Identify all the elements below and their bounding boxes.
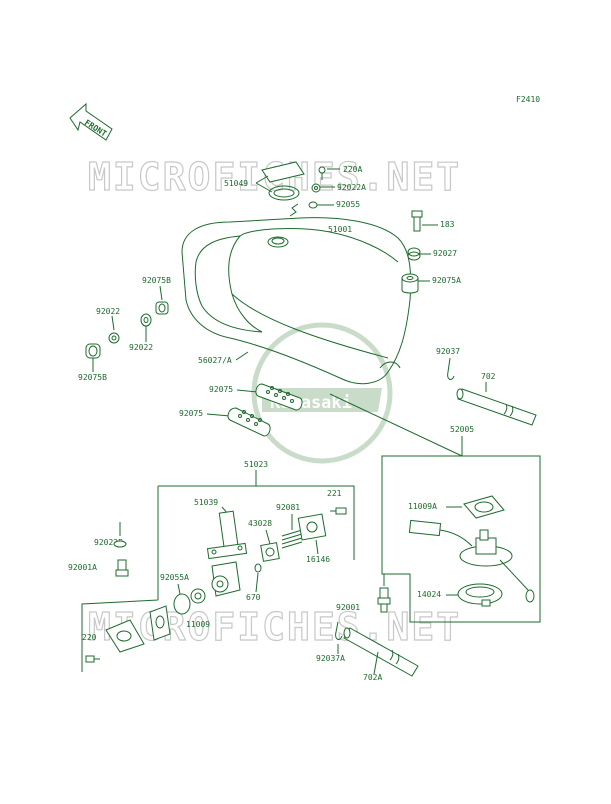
leader-52005 [329, 393, 463, 457]
label-51049: 51049 [224, 179, 248, 188]
oring-92055 [308, 201, 318, 209]
label-92075B-lower: 92075B [78, 373, 107, 382]
label-43028: 43028 [248, 519, 272, 528]
label-92075-a: 92075 [209, 385, 233, 394]
damper-92075A [401, 273, 419, 294]
label-11009: 11009 [186, 620, 210, 629]
label-92022-a: 92022 [96, 307, 120, 316]
label-92037A: 92037A [316, 654, 345, 663]
label-670: 670 [246, 593, 261, 602]
label-51039: 51039 [194, 498, 218, 507]
screw-221 [330, 507, 347, 515]
washer-92022-lower [108, 332, 120, 344]
ring-670 [254, 563, 262, 573]
label-92075A: 92075A [432, 276, 461, 285]
washer-92022A [311, 183, 321, 193]
diaphragm-43028 [260, 542, 280, 562]
label-52005: 52005 [450, 425, 474, 434]
label-11009A: 11009A [408, 502, 437, 511]
knee-grip-92075-upper [255, 383, 303, 411]
label-183: 183 [440, 220, 455, 229]
label-56027A: 56027/A [198, 356, 232, 365]
valve-plate [105, 619, 145, 653]
lever-plate [149, 605, 171, 641]
label-51001: 51001 [328, 225, 352, 234]
box-52005 [381, 455, 541, 623]
label-92022A: 92022A [337, 183, 366, 192]
cover-16146 [297, 513, 327, 541]
label-14024: 14024 [417, 590, 441, 599]
watermark-bottom: MICROFICHES.NET [88, 605, 461, 649]
knee-grip-92075-lower [227, 407, 271, 437]
box-51023 [81, 485, 355, 672]
label-92022B: 92022B [94, 538, 123, 547]
label-16146: 16146 [306, 555, 330, 564]
label-92001A: 92001A [68, 563, 97, 572]
fuel-tank-51001 [181, 203, 412, 385]
bolt-92001A [115, 559, 129, 577]
label-92055: 92055 [336, 200, 360, 209]
figure-code: F2410 [516, 95, 540, 104]
pin-92037A [335, 621, 343, 640]
label-221: 221 [327, 489, 342, 498]
damper-92075B-lower [85, 343, 101, 359]
fuel-cock-body [206, 510, 248, 597]
hose-702A [343, 627, 419, 677]
label-92001: 92001 [336, 603, 360, 612]
washer-92022-upper [140, 313, 152, 327]
cap-plate-51049 [261, 161, 305, 201]
screw-220 [85, 655, 100, 663]
collar-92027 [407, 247, 421, 261]
fuel-pump-unit [408, 519, 535, 603]
bolt-220A [318, 166, 326, 180]
filter-screen-11009 [190, 588, 206, 604]
label-220: 220 [82, 633, 97, 642]
hose-702 [456, 388, 537, 426]
label-702: 702 [481, 372, 496, 381]
bolt-92001 [377, 587, 391, 613]
gasket-11009A [463, 495, 505, 519]
label-51023: 51023 [244, 460, 268, 469]
label-702A: 702A [363, 673, 382, 682]
label-92075B-upper: 92075B [142, 276, 171, 285]
filter-14024 [457, 583, 503, 607]
oring-92055A [173, 593, 191, 615]
label-92027: 92027 [433, 249, 457, 258]
label-92075-b: 92075 [179, 409, 203, 418]
label-220A: 220A [343, 165, 362, 174]
bolt-183 [411, 210, 423, 232]
label-92055A: 92055A [160, 573, 189, 582]
label-92022-b: 92022 [129, 343, 153, 352]
label-92081: 92081 [276, 503, 300, 512]
pin-92037 [447, 357, 455, 380]
label-92037: 92037 [436, 347, 460, 356]
damper-92075B-upper [155, 301, 169, 315]
front-arrow-icon: FRONT [69, 102, 113, 141]
washer-92022B [113, 540, 127, 548]
spring-92081 [281, 529, 303, 549]
